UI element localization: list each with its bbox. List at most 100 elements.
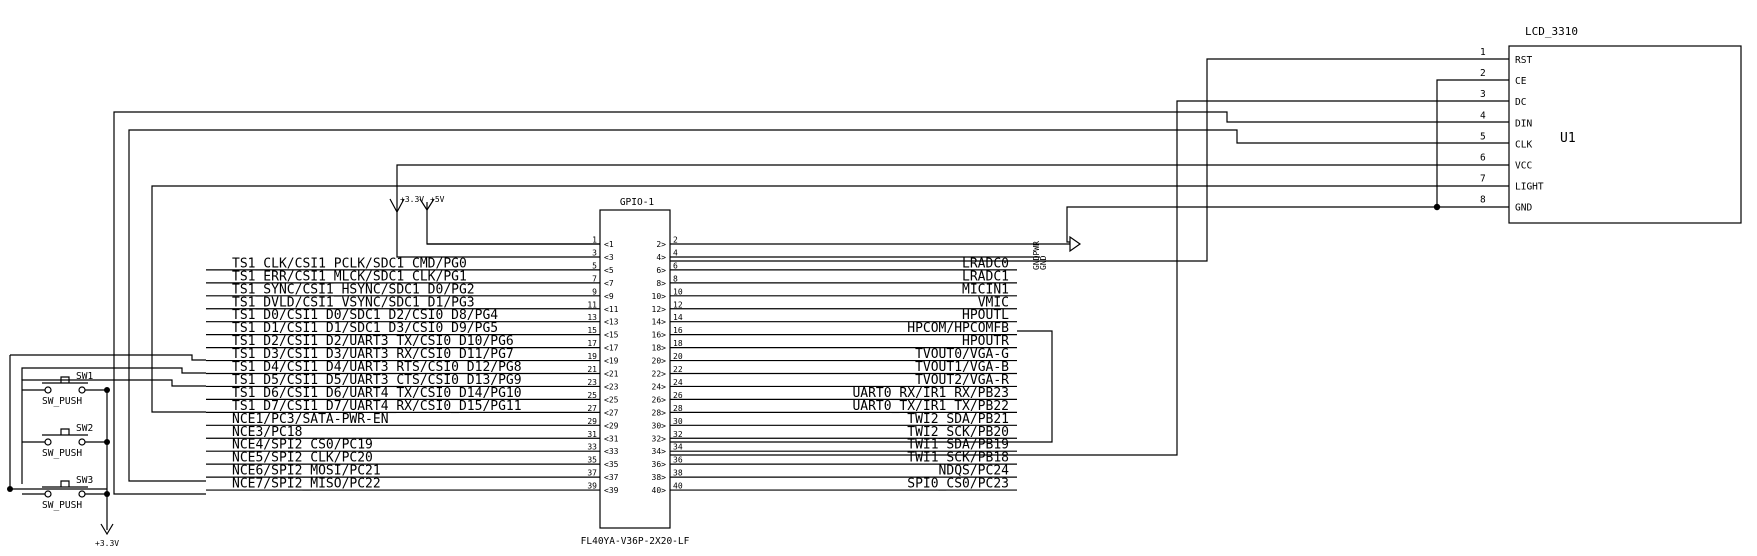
gpio-right-pin-inner: 28> (652, 408, 667, 417)
gpio-right-signal: NDQS/PC24 (939, 464, 1010, 479)
gpio-left-pin-inner: <5 (604, 266, 614, 275)
gpio-right-pin-number: 36 (673, 456, 683, 465)
switch-value: SW_PUSH (42, 396, 82, 407)
gpio-right-pin-inner: 8> (656, 279, 666, 288)
gpio-right-pin-number: 26 (673, 391, 683, 400)
gpio-left-pin-number: 9 (592, 287, 597, 296)
gndpwr-label: GNDPWR (1032, 241, 1041, 270)
lcd-pin-number: 8 (1480, 195, 1486, 206)
gpio-right-signal: MICIN1 (962, 282, 1009, 297)
gpio-left-pin-number: 25 (587, 391, 597, 400)
gpio-right-pin-inner: 10> (652, 292, 667, 301)
gpio-left-pin-number: 39 (587, 482, 597, 491)
gpio-right-pin-inner: 40> (652, 486, 667, 495)
gpio-right-signal: TVOUT2/VGA-R (915, 373, 1009, 388)
gpio-left-pin-number: 15 (587, 326, 597, 335)
net-sw1b (21, 367, 206, 380)
gnd-symbol (1069, 235, 1082, 253)
lcd-pin-number: 2 (1480, 68, 1486, 79)
gpio-right-pin-inner: 34> (652, 447, 667, 456)
gpio-left-signal: TS1_D7/CSI1_D7/UART4_RX/CSI0_D15/PG11 (232, 399, 522, 414)
gpio-left-signal: TS1_CLK/CSI1_PCLK/SDC1_CMD/PG0 (232, 256, 467, 271)
switch-contact (44, 438, 52, 446)
lcd-pin-number: 5 (1480, 131, 1486, 142)
gpio-left-pin-number: 7 (592, 274, 597, 283)
gpio-left-pin-number: 33 (587, 443, 597, 452)
gpio-right-pin-number: 14 (673, 313, 683, 322)
gpio-left-signal: TS1_D2/CSI1_D2/UART3_TX/CSI0_D10/PG6 (232, 334, 514, 349)
lcd-pin-number: 3 (1480, 89, 1486, 100)
gpio-right-pin-inner: 12> (652, 305, 667, 314)
lcd-pin-name: LIGHT (1515, 182, 1544, 193)
gpio-left-signal: NCE5/SPI2_CLK/PC20 (232, 451, 373, 466)
gpio-right-pin-number: 6 (673, 261, 678, 270)
gnd-label: GND (1039, 255, 1048, 270)
lcd-module-body (1508, 45, 1742, 224)
gpio-right-pin-inner: 32> (652, 434, 667, 443)
switch-ref: SW3 (76, 475, 93, 486)
nets: +3.3V +5V GNDPWR GND (113, 58, 1509, 495)
gpio-right-pin-number: 40 (673, 482, 683, 491)
net-sw2 (21, 379, 206, 432)
gpio-right-signal: TVOUT0/VGA-G (915, 347, 1009, 362)
gpio-left-signal: TS1_D1/CSI1_D1/SDC1_D3/CSI0_D9/PG5 (232, 321, 498, 336)
gpio-right-signal: UART0_TX/IR1_TX/PB22 (852, 399, 1009, 414)
gpio-left-signal: NCE7/SPI2_MISO/PC22 (232, 477, 381, 492)
lcd-pin-name: VCC (1515, 161, 1532, 172)
lcd-pin-name: GND (1515, 203, 1532, 214)
gpio-right-pin-number: 34 (673, 443, 683, 452)
net-twi2-sda (670, 330, 1053, 443)
gpio-right-pin-number: 4 (673, 248, 678, 257)
net-vcc (396, 164, 1509, 202)
gpio-right-pin-inner: 24> (652, 382, 667, 391)
gpio-right-pin-inner: 22> (652, 370, 667, 379)
net-dc (670, 100, 1509, 456)
gpio-left-pin-inner: <27 (604, 408, 619, 417)
gpio-right-pin-inner: 2> (656, 240, 666, 249)
gpio-left-pin-number: 21 (587, 365, 597, 374)
junction-dot (7, 486, 13, 492)
net-3v3-to-pin3 (396, 202, 600, 258)
gpio-right-pin-number: 16 (673, 326, 683, 335)
switch-contact (78, 490, 86, 498)
gpio-left-signal: NCE3/PC18 (232, 425, 302, 440)
gpio-left-pin-inner: <7 (604, 279, 614, 288)
gpio-left-signal: TS1_DVLD/CSI1_VSYNC/SDC1_D1/PG3 (232, 295, 475, 310)
junction-dot (104, 491, 110, 497)
net-gnd (1066, 206, 1509, 243)
switch-value: SW_PUSH (42, 500, 82, 511)
lcd-pin-number: 6 (1480, 153, 1486, 164)
gpio-right-pin-number: 18 (673, 339, 683, 348)
gpio-left-pin-inner: <1 (604, 240, 614, 249)
gpio-connector: GPIO-1 FL40YA-V36P-2X20-LF (581, 197, 690, 547)
gpio-connector-body (599, 209, 671, 529)
switch-group: +3.3V (9, 354, 206, 548)
lcd-pin-name: DC (1515, 97, 1526, 108)
switch-contact (78, 386, 86, 394)
gpio-right-signal: UART0_RX/IR1_RX/PB23 (852, 386, 1009, 401)
gpio-left-pin-inner: <13 (604, 318, 619, 327)
lcd-module: LCD_3310 U1 (1508, 25, 1742, 224)
switch-contact (78, 438, 86, 446)
net-rst (670, 58, 1509, 262)
gpio-left-signal: NCE4/SPI2_CS0/PC19 (232, 438, 373, 453)
gpio-right-pin-number: 32 (673, 430, 683, 439)
gpio-right-pin-number: 30 (673, 417, 683, 426)
gpio-left-pin-inner: <29 (604, 421, 619, 430)
net-light (151, 185, 1509, 413)
gpio-left-pin-number: 31 (587, 430, 597, 439)
gpio-left-pin-number: 5 (592, 261, 597, 270)
gpio-right-pin-number: 22 (673, 365, 683, 374)
power-3v3-bottom-label: +3.3V (95, 539, 119, 548)
gpio-left-pin-number: 37 (587, 469, 597, 478)
gpio-left-signal: NCE6/SPI2_MOSI/PC21 (232, 464, 381, 479)
gpio-left-pin-inner: <31 (604, 434, 619, 443)
net-clk (128, 129, 1509, 482)
gpio-right-pin-number: 28 (673, 404, 683, 413)
gpio-right-pin-inner: 14> (652, 318, 667, 327)
gpio-left-signal: TS1_D5/CSI1_D5/UART3_CTS/CSI0_D13/PG9 (232, 373, 522, 388)
power-5v-arrow (419, 198, 435, 212)
